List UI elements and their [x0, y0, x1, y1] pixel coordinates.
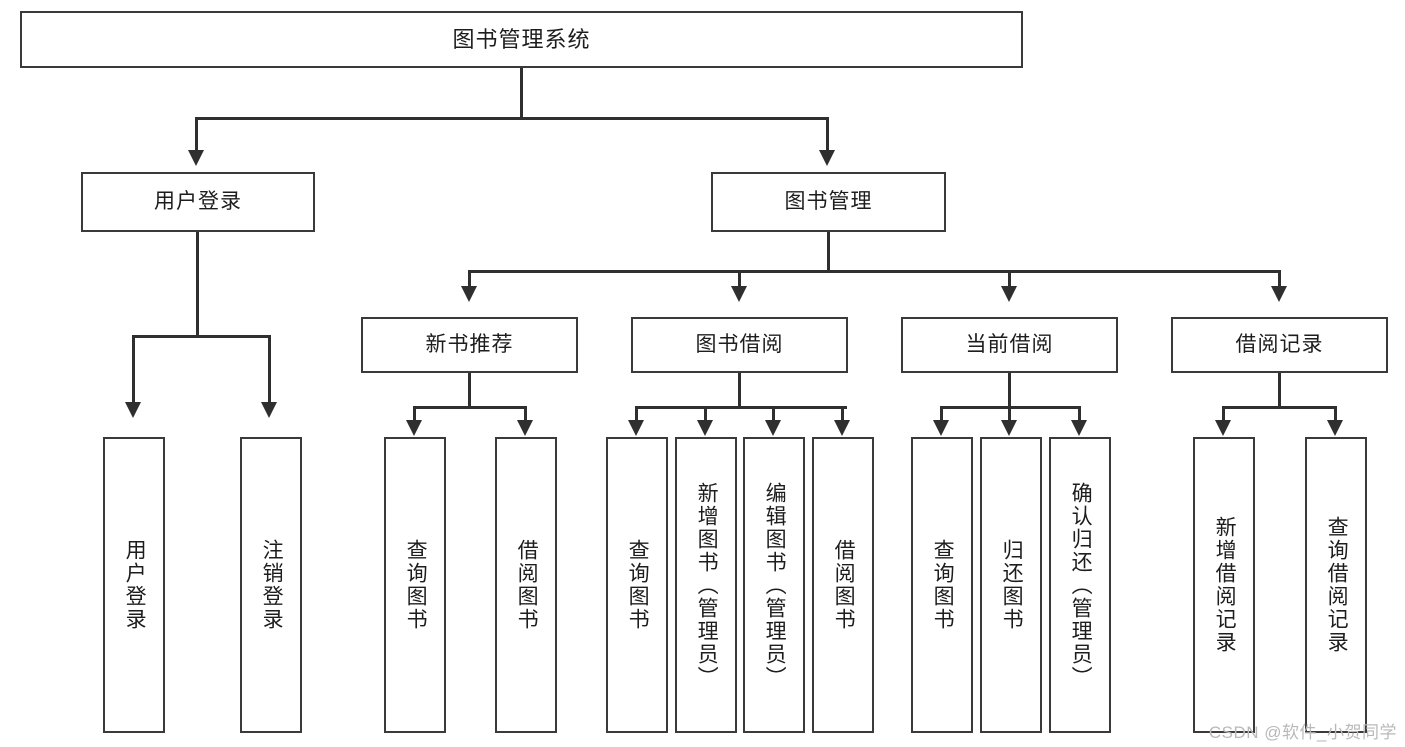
leaf-query-book-borrow[interactable]: 查询图书 [606, 437, 668, 733]
node-label: 借阅图书 [515, 539, 539, 631]
arrowhead-leaf-logout [261, 402, 277, 418]
connector-to-book-borrow [738, 270, 741, 288]
arrowhead-bb-leaf-2 [697, 420, 713, 436]
connector-borrow-record-bus [1222, 406, 1337, 409]
watermark-text: CSDN @软件_小贺同学 [1208, 723, 1397, 742]
node-label: 查询图书 [404, 539, 428, 631]
connector-bb-child-4 [841, 406, 844, 422]
node-label: 新增图书（管理员） [695, 481, 719, 689]
node-label: 用户登录 [154, 189, 242, 213]
connector-root-to-book-manage [826, 117, 829, 153]
connector-cb-child-2 [1008, 406, 1011, 422]
node-book-borrow[interactable]: 图书借阅 [631, 317, 848, 373]
arrowhead-book-manage [819, 150, 835, 166]
arrowhead-bb-leaf-3 [765, 420, 781, 436]
leaf-borrow-book-recommend[interactable]: 借阅图书 [495, 437, 557, 733]
leaf-edit-book-admin[interactable]: 编辑图书（管理员） [743, 437, 805, 733]
node-book-management[interactable]: 图书管理 [711, 172, 946, 232]
leaf-logout[interactable]: 注销登录 [240, 437, 302, 733]
node-label: 当前借阅 [965, 332, 1054, 356]
leaf-query-book-current[interactable]: 查询图书 [911, 437, 973, 733]
node-root-system[interactable]: 图书管理系统 [20, 11, 1023, 68]
connector-new-book-stem [468, 373, 471, 408]
node-label: 新增借阅记录 [1213, 516, 1237, 654]
node-label: 查询图书 [626, 539, 650, 631]
leaf-add-book-admin[interactable]: 新增图书（管理员） [675, 437, 737, 733]
connector-cb-child-1 [940, 406, 943, 422]
connector-user-login-bus [132, 335, 271, 338]
node-label: 查询图书 [931, 539, 955, 631]
leaf-user-login[interactable]: 用户登录 [103, 437, 165, 733]
leaf-add-borrow-record[interactable]: 新增借阅记录 [1193, 437, 1255, 733]
arrowhead-borrow-record [1271, 286, 1287, 302]
arrowhead-br-leaf-1 [1215, 420, 1231, 436]
node-label: 归还图书 [1000, 539, 1024, 631]
connector-to-borrow-record [1278, 270, 1281, 288]
connector-cb-child-3 [1078, 406, 1081, 422]
connector-br-child-2 [1334, 406, 1337, 422]
arrowhead-current-borrow [1001, 286, 1017, 302]
node-label: 借阅图书 [832, 539, 856, 631]
connector-user-login-stem [196, 232, 199, 337]
node-new-book-recommend[interactable]: 新书推荐 [361, 317, 578, 373]
leaf-borrow-book[interactable]: 借阅图书 [812, 437, 874, 733]
connector-book-borrow-stem [738, 373, 741, 408]
arrowhead-bb-leaf-1 [628, 420, 644, 436]
node-label: 新书推荐 [425, 332, 514, 356]
leaf-query-borrow-record[interactable]: 查询借阅记录 [1305, 437, 1367, 733]
leaf-confirm-return-admin[interactable]: 确认归还（管理员） [1049, 437, 1111, 733]
arrowhead-br-leaf-2 [1327, 420, 1343, 436]
arrowhead-book-borrow [731, 286, 747, 302]
connector-book-manage-bus [468, 270, 1280, 273]
connector-new-book-child-1 [413, 406, 416, 422]
arrowhead-user-login [188, 150, 204, 166]
connector-root-stem [520, 68, 523, 119]
connector-root-to-user-login [195, 117, 198, 153]
arrowhead-leaf-user-login [125, 402, 141, 418]
connector-to-new-book [468, 270, 471, 288]
node-borrow-record[interactable]: 借阅记录 [1171, 317, 1388, 373]
connector-borrow-record-stem [1278, 373, 1281, 408]
node-label: 确认归还（管理员） [1069, 481, 1093, 689]
arrowhead-cb-leaf-3 [1071, 420, 1087, 436]
node-current-borrow[interactable]: 当前借阅 [901, 317, 1118, 373]
connector-br-child-1 [1222, 406, 1225, 422]
node-label: 图书管理系统 [452, 26, 591, 52]
connector-root-bus [195, 117, 828, 120]
arrowhead-cb-leaf-2 [1001, 420, 1017, 436]
node-label: 用户登录 [123, 539, 147, 631]
leaf-query-book-recommend[interactable]: 查询图书 [384, 437, 446, 733]
connector-to-current-borrow [1008, 270, 1011, 288]
node-label: 图书管理 [784, 189, 873, 213]
node-label: 编辑图书（管理员） [763, 481, 787, 689]
connector-user-login-child-2 [268, 335, 271, 405]
arrowhead-new-book [461, 286, 477, 302]
arrowhead-nb-leaf-2 [517, 420, 533, 436]
connector-user-login-child-1 [132, 335, 135, 405]
arrowhead-cb-leaf-1 [933, 420, 949, 436]
arrowhead-nb-leaf-1 [406, 420, 422, 436]
leaf-return-book[interactable]: 归还图书 [980, 437, 1042, 733]
node-label: 注销登录 [260, 539, 284, 631]
connector-bb-child-1 [635, 406, 638, 422]
connector-book-manage-stem [827, 232, 830, 272]
connector-new-book-bus [413, 406, 527, 409]
connector-book-borrow-bus [635, 406, 847, 409]
connector-bb-child-2 [704, 406, 707, 422]
node-label: 查询借阅记录 [1325, 516, 1349, 654]
node-user-login[interactable]: 用户登录 [81, 172, 315, 232]
connector-new-book-child-2 [524, 406, 527, 422]
node-label: 图书借阅 [695, 332, 784, 356]
arrowhead-bb-leaf-4 [834, 420, 850, 436]
connector-bb-child-3 [772, 406, 775, 422]
node-label: 借阅记录 [1235, 332, 1324, 356]
connector-current-borrow-stem [1008, 373, 1011, 408]
